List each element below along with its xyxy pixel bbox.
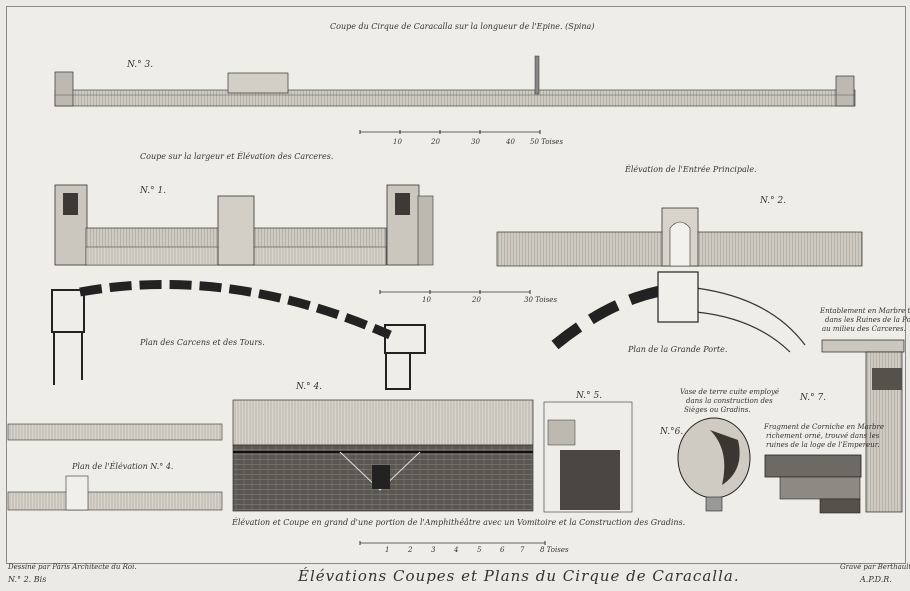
- gate-plan-drawing: [551, 271, 806, 353]
- entrance-elevation-drawing: [496, 207, 863, 267]
- spina-section-drawing: [54, 55, 856, 107]
- scale-mid-tick-1: 10: [422, 296, 431, 304]
- caption-fragment-line3: ruines de la loge de l'Empereur.: [766, 441, 880, 449]
- scale-bar-bottom: [359, 541, 546, 545]
- caption-plan-elevation4: Plan de l'Élévation N.° 4.: [72, 462, 174, 471]
- amphitheatre-section-drawing: [232, 399, 534, 512]
- footer-right-credit: Gravé par Berthault.: [840, 563, 910, 571]
- caption-carceres: Coupe sur la largeur et Élévation des Ca…: [140, 152, 334, 161]
- carceres-plan-drawing: [51, 279, 426, 390]
- caption-fragment-line1: Fragment de Corniche en Marbre: [764, 423, 885, 431]
- caption-plan-carceres: Plan des Carcens et des Tours.: [140, 338, 265, 347]
- scale-bar-middle: [379, 290, 531, 294]
- figure-label-n7: N.° 7.: [800, 393, 827, 403]
- caption-vase-line1: Vase de terre cuite employé: [680, 388, 780, 396]
- caption-vase-line3: Sièges ou Gradins.: [684, 406, 751, 414]
- scale-bar-top: [359, 130, 541, 134]
- scale-top-tick-4: 40: [506, 138, 515, 146]
- scale-mid-tick-2: 20: [472, 296, 481, 304]
- figure-label-n2: N.° 2.: [760, 196, 787, 206]
- top-section-title: Coupe du Cirque de Caracalla sur la long…: [330, 22, 595, 31]
- figure-label-n3: N.° 3.: [127, 60, 154, 70]
- footer-right-mark: A.P.D.R.: [860, 575, 892, 584]
- scale-top-tick-5: 50 Toises: [530, 138, 564, 146]
- caption-fragment-line2: richement orné, trouvé dans les: [766, 432, 880, 440]
- figure-label-n4: N.° 4.: [296, 382, 323, 392]
- footer-main-title: Élévations Coupes et Plans du Cirque de …: [298, 567, 740, 585]
- scale-top-tick-3: 30: [471, 138, 480, 146]
- caption-entablement-line3: au milieu des Carceres.: [822, 325, 906, 333]
- scale-bottom-tick-6: 6: [500, 546, 505, 554]
- scale-top-tick-2: 20: [431, 138, 440, 146]
- figure-label-n5: N.° 5.: [576, 391, 603, 401]
- gradins-section-drawing: [543, 401, 633, 513]
- footer-left-credit: Dessiné par Pâris Architecte du Roi.: [8, 563, 137, 571]
- caption-vase-line2: dans la construction des: [686, 397, 773, 405]
- entablement-drawing: [821, 339, 905, 513]
- scale-bottom-tick-4: 4: [454, 546, 459, 554]
- caption-amphitheatre: Élévation et Coupe en grand d'une portio…: [232, 518, 686, 527]
- scale-bottom-tick-3: 3: [431, 546, 436, 554]
- caption-entablement-line1: Entablement en Marbre trouvé: [820, 307, 910, 315]
- scale-bottom-tick-1: 1: [385, 546, 390, 554]
- scale-bottom-tick-7: 7: [520, 546, 525, 554]
- scale-bottom-tick-2: 2: [408, 546, 413, 554]
- cornice-fragment-drawing: [764, 454, 862, 514]
- caption-entablement-line2: dans les Ruines de la Porte,: [825, 316, 910, 324]
- elevation4-plan-drawing: [7, 423, 223, 511]
- scale-bottom-tick-8: 8 Toises: [540, 546, 569, 554]
- caption-plan-porte: Plan de la Grande Porte.: [628, 345, 728, 354]
- scale-top-tick-1: 10: [393, 138, 402, 146]
- figure-label-n6: N.°6.: [660, 427, 684, 437]
- carceres-elevation-drawing: [54, 184, 434, 266]
- vase-drawing: [677, 417, 751, 512]
- footer-plate-number: N.° 2. Bis: [8, 575, 47, 584]
- figure-label-n1: N.° 1.: [140, 186, 167, 196]
- caption-entree: Élévation de l'Entrée Principale.: [625, 165, 757, 174]
- scale-bottom-tick-5: 5: [477, 546, 482, 554]
- scale-mid-tick-3: 30 Toises: [524, 296, 558, 304]
